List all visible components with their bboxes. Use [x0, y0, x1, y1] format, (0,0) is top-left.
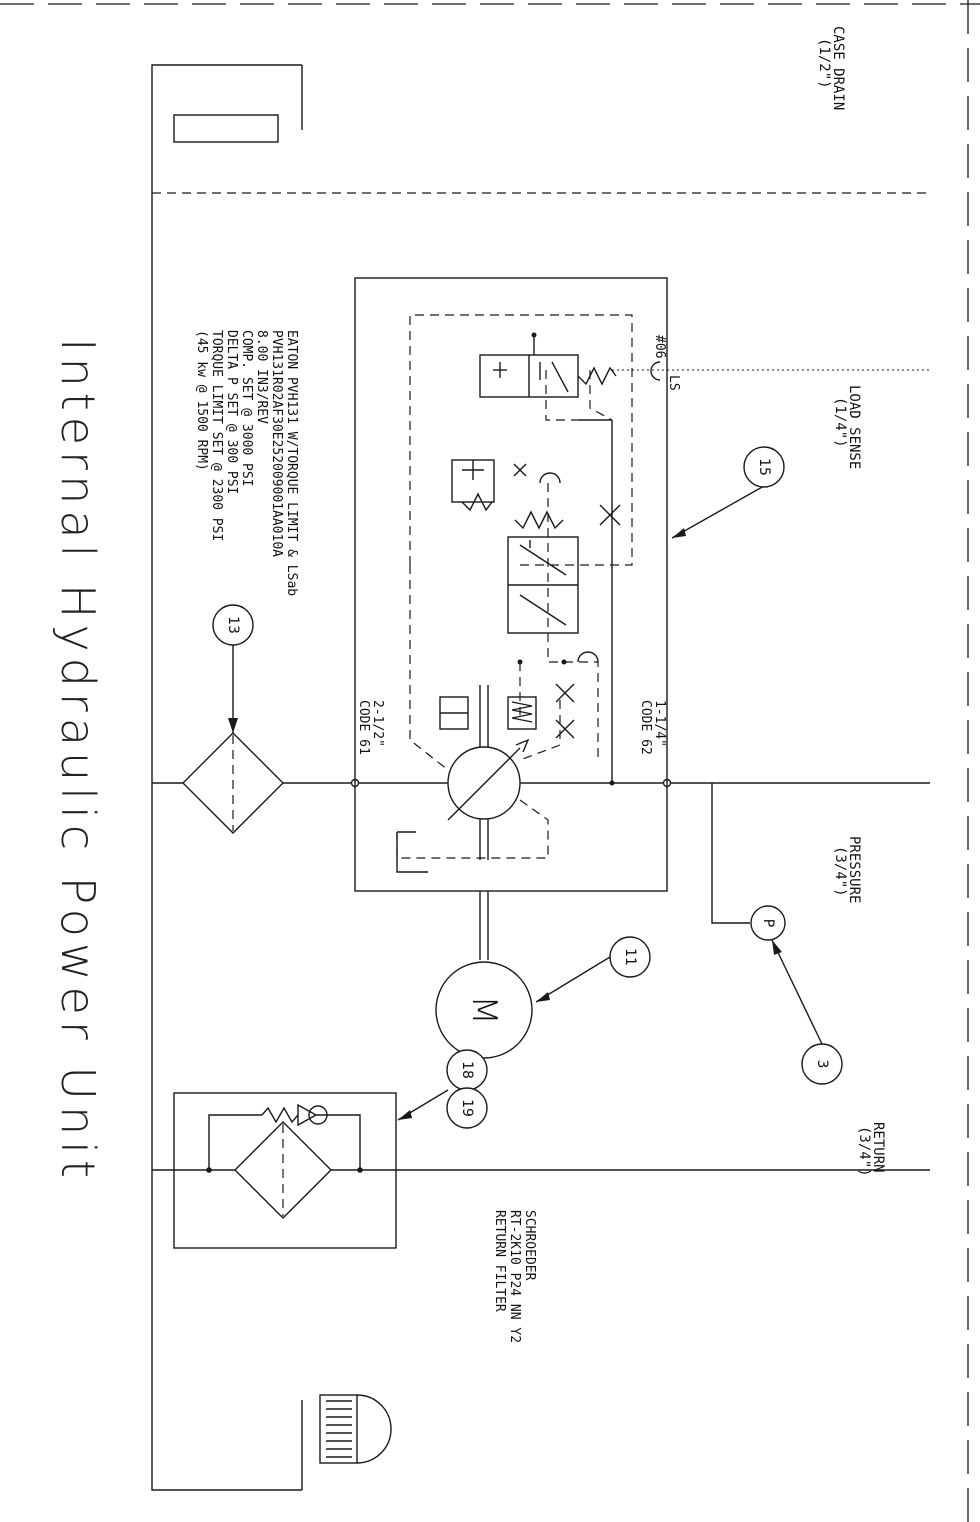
svg-text:PRESSURE: PRESSURE	[846, 836, 862, 903]
svg-text:TORQUE LIMIT SET @ 2300 PSI: TORQUE LIMIT SET @ 2300 PSI	[209, 330, 224, 541]
callout-11: 11	[609, 936, 651, 978]
svg-text:DELTA P SET @ 300 PSI: DELTA P SET @ 300 PSI	[224, 330, 239, 494]
diagram-title: Internal Hydraulic Power Unit	[51, 338, 105, 1184]
callout-13: 13	[212, 604, 254, 646]
ls-port-label: #06 LS	[652, 335, 681, 391]
breather-cap-icon	[319, 1394, 392, 1464]
suction-strainer-icon	[182, 732, 284, 834]
pump-spec-text: EATON PVH131 W/TORQUE LIMIT & LSab PVH13…	[194, 330, 299, 596]
svg-text:CODE 61: CODE 61	[356, 700, 371, 755]
svg-text:COMP. SET @ 3000 PSI: COMP. SET @ 3000 PSI	[239, 330, 254, 487]
filter-spec-text: SCHROEDER RT-2K10 P24 NN Y2 RETURN FILTE…	[492, 1210, 537, 1343]
svg-text:RETURN FILTER: RETURN FILTER	[492, 1210, 507, 1312]
svg-text:(3/4"): (3/4")	[856, 1126, 872, 1177]
callout-11-number: 11	[622, 948, 638, 966]
svg-text:CODE 62: CODE 62	[638, 700, 653, 755]
svg-text:#06: #06	[652, 335, 667, 358]
callout-15-number: 15	[756, 458, 772, 476]
load-sense-label: LOAD SENSE (1/4")	[832, 385, 862, 469]
callout-19-number: 19	[459, 1099, 475, 1117]
leader-lines	[228, 485, 823, 1121]
svg-text:(1/4"): (1/4")	[832, 397, 848, 448]
pressure-label: PRESSURE (3/4")	[832, 836, 862, 903]
pressure-gauge-icon: P	[750, 905, 786, 941]
callout-3-number: 3	[814, 1060, 830, 1069]
case-drain-label: CASE DRAIN (1/2")	[816, 26, 846, 110]
pressure-line	[152, 778, 930, 924]
svg-text:1-1/4": 1-1/4"	[652, 700, 667, 747]
svg-text:RT-2K10 P24 NN Y2: RT-2K10 P24 NN Y2	[507, 1210, 522, 1343]
svg-text:LS: LS	[666, 375, 681, 391]
svg-text:(1/2"): (1/2")	[816, 38, 832, 89]
spool-valve-icon	[507, 504, 621, 634]
svg-text:CASE DRAIN: CASE DRAIN	[830, 26, 846, 110]
callout-13-number: 13	[225, 616, 241, 634]
svg-text:PVH131R02AF30E252009001AA010A: PVH131R02AF30E252009001AA010A	[269, 330, 284, 557]
return-filter-assembly	[152, 1092, 930, 1249]
callout-19: 19	[446, 1087, 488, 1129]
svg-text:LOAD SENSE: LOAD SENSE	[846, 385, 862, 469]
svg-text:(45 kw @ 1500 RPM): (45 kw @ 1500 RPM)	[194, 330, 209, 471]
tank-icon	[396, 831, 428, 873]
ls-compensator-valve-icon	[479, 332, 617, 398]
callout-15: 15	[743, 446, 785, 488]
ls-port-crossover	[650, 361, 661, 381]
return-label: RETURN (3/4")	[856, 1122, 886, 1177]
callout-18: 18	[446, 1049, 488, 1091]
svg-text:8.00 IN3/REV: 8.00 IN3/REV	[254, 330, 269, 424]
svg-text:RETURN: RETURN	[870, 1122, 886, 1173]
svg-text:SCHROEDER: SCHROEDER	[522, 1210, 537, 1281]
motor-symbol: M	[464, 995, 504, 1024]
pump-assembly-box	[354, 277, 668, 892]
relief-valve-icon	[451, 459, 527, 512]
svg-text:2-1/2": 2-1/2"	[370, 700, 385, 747]
sight-gauge-icon	[173, 114, 279, 143]
svg-text:EATON PVH131 W/TORQUE LIMIT &: EATON PVH131 W/TORQUE LIMIT & LSab	[284, 330, 299, 596]
svg-text:(3/4"): (3/4")	[832, 846, 848, 897]
reservoir-outline	[151, 64, 930, 1491]
electric-motor-icon: M	[435, 891, 533, 1059]
callout-18-number: 18	[459, 1061, 475, 1079]
compensator-blocks	[439, 472, 599, 739]
title-group: Internal Hydraulic Power Unit	[51, 338, 105, 1184]
callout-3: 3	[801, 1043, 843, 1085]
outlet-connection-label: 1-1/4" CODE 62	[638, 700, 667, 755]
gauge-symbol: P	[760, 919, 776, 927]
inlet-connection-label: 2-1/2" CODE 61	[356, 700, 385, 755]
variable-pump-icon	[447, 685, 530, 860]
